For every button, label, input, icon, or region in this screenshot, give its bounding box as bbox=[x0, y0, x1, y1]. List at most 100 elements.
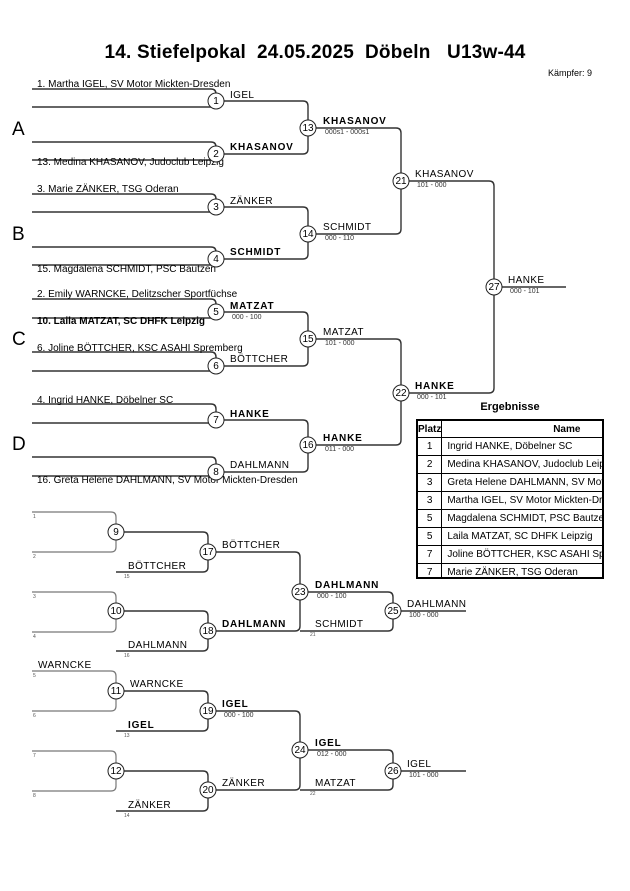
bracket-line bbox=[32, 403, 217, 424]
match-number-circle bbox=[107, 602, 125, 620]
slot-number: 6 bbox=[33, 713, 36, 719]
match-number: 2 bbox=[213, 149, 219, 160]
match-number: 12 bbox=[110, 766, 122, 777]
match-number: 14 bbox=[302, 229, 314, 240]
match-number: 15 bbox=[302, 334, 314, 345]
result-name: Joline BÖTTCHER, KSC ASAHI Spremberg bbox=[441, 545, 602, 564]
entry-name: 10. Laila MATZAT, SC DHFK Leipzig bbox=[37, 316, 205, 327]
drop-in-name: IGEL bbox=[128, 720, 155, 731]
bracket-line bbox=[32, 511, 117, 553]
match-number-circle bbox=[107, 682, 125, 700]
match-number: 18 bbox=[202, 626, 214, 637]
drop-in-source: 21 bbox=[310, 632, 316, 638]
winner-name: DAHLMANN bbox=[407, 599, 466, 610]
match-score: 000 - 101 bbox=[510, 288, 540, 295]
drop-in-name: BÖTTCHER bbox=[128, 560, 186, 572]
match-number: 7 bbox=[213, 415, 219, 426]
winner-name: IGEL bbox=[230, 90, 254, 101]
bracket-line bbox=[32, 351, 217, 372]
match-number: 8 bbox=[213, 467, 219, 478]
result-place: 5 bbox=[418, 509, 443, 528]
header-place: Platz bbox=[418, 421, 443, 438]
bracket-line bbox=[32, 193, 217, 213]
pool-label-b: B bbox=[12, 224, 25, 245]
slot-number: 1 bbox=[33, 514, 36, 520]
result-place: 1 bbox=[418, 437, 443, 456]
bracket-line bbox=[32, 750, 117, 792]
match-number-circle bbox=[392, 172, 410, 190]
drop-in-name: DAHLMANN bbox=[128, 640, 187, 651]
result-name: Magdalena SCHMIDT, PSC Bautzen bbox=[441, 509, 602, 528]
match-score: 000 - 100 bbox=[232, 314, 262, 321]
winner-name: HANKE bbox=[323, 433, 363, 444]
winner-name: IGEL bbox=[315, 738, 342, 749]
winner-name: MATZAT bbox=[230, 301, 274, 312]
match-number: 13 bbox=[302, 123, 314, 134]
match-number: 11 bbox=[111, 686, 122, 697]
match-score: 100 - 000 bbox=[409, 612, 439, 619]
slot-name: WARNCKE bbox=[38, 660, 92, 671]
pool-label-a: A bbox=[12, 119, 25, 140]
result-name: Martha IGEL, SV Motor Mickten-Dresden bbox=[441, 491, 602, 510]
match-number-circle bbox=[199, 622, 217, 640]
winner-name: DAHLMANN bbox=[230, 460, 289, 471]
match-number: 4 bbox=[213, 254, 219, 265]
match-number-circle bbox=[299, 436, 317, 454]
pool-label-c: C bbox=[12, 329, 26, 350]
match-number-circle bbox=[207, 92, 225, 110]
drop-in-name: ZÄNKER bbox=[128, 799, 171, 811]
match-score: 000 - 101 bbox=[417, 394, 447, 401]
result-place: 5 bbox=[418, 527, 443, 546]
bracket-line bbox=[32, 246, 217, 266]
winner-name: SCHMIDT bbox=[230, 247, 281, 258]
bracket-line bbox=[32, 591, 117, 633]
result-name: Marie ZÄNKER, TSG Oderan bbox=[441, 563, 602, 577]
result-place: 3 bbox=[418, 473, 443, 492]
match-number: 5 bbox=[213, 307, 219, 318]
fighters-count: Kämpfer: 9 bbox=[548, 68, 593, 78]
match-number-circle bbox=[207, 463, 225, 481]
match-score: 011 - 000 bbox=[325, 446, 354, 453]
bracket-line bbox=[401, 180, 495, 394]
entry-name: 1. Martha IGEL, SV Motor Mickten-Dresden bbox=[37, 79, 230, 90]
match-number: 24 bbox=[294, 745, 306, 756]
result-name: Greta Helene DAHLMANN, SV Motor Mickten-… bbox=[441, 473, 602, 492]
bracket-line bbox=[308, 338, 402, 446]
result-name: Laila MATZAT, SC DHFK Leipzig bbox=[441, 527, 602, 546]
match-number: 23 bbox=[294, 587, 306, 598]
winner-name: WARNCKE bbox=[130, 679, 184, 690]
result-place: 2 bbox=[418, 455, 443, 474]
match-number-circle bbox=[107, 762, 125, 780]
drop-in-source: 15 bbox=[124, 574, 130, 580]
entry-name: 2. Emily WARNCKE, Delitzscher Sportfüchs… bbox=[37, 289, 238, 300]
match-number: 3 bbox=[213, 202, 219, 213]
match-number-circle bbox=[291, 741, 309, 759]
match-score: 012 - 000 bbox=[317, 751, 347, 758]
match-score: 000 - 100 bbox=[317, 593, 347, 600]
winner-name: BÖTTCHER bbox=[230, 353, 288, 365]
match-number: 10 bbox=[110, 606, 122, 617]
drop-in-source: 14 bbox=[124, 813, 130, 819]
winner-name: DAHLMANN bbox=[222, 619, 286, 630]
match-number: 25 bbox=[387, 606, 399, 617]
match-number: 17 bbox=[202, 547, 214, 558]
bracket-line bbox=[32, 670, 117, 712]
result-place: 7 bbox=[418, 563, 443, 577]
result-name: Medina KHASANOV, Judoclub Leipzig bbox=[441, 455, 602, 474]
match-score: 000s1 - 000s1 bbox=[325, 129, 369, 136]
match-score: 000 - 100 bbox=[224, 712, 254, 719]
match-number-circle bbox=[299, 119, 317, 137]
match-number-circle bbox=[207, 198, 225, 216]
match-number-circle bbox=[199, 781, 217, 799]
result-place: 3 bbox=[418, 491, 443, 510]
match-number: 19 bbox=[202, 706, 214, 717]
match-number: 22 bbox=[395, 388, 407, 399]
drop-in-name: SCHMIDT bbox=[315, 619, 363, 630]
